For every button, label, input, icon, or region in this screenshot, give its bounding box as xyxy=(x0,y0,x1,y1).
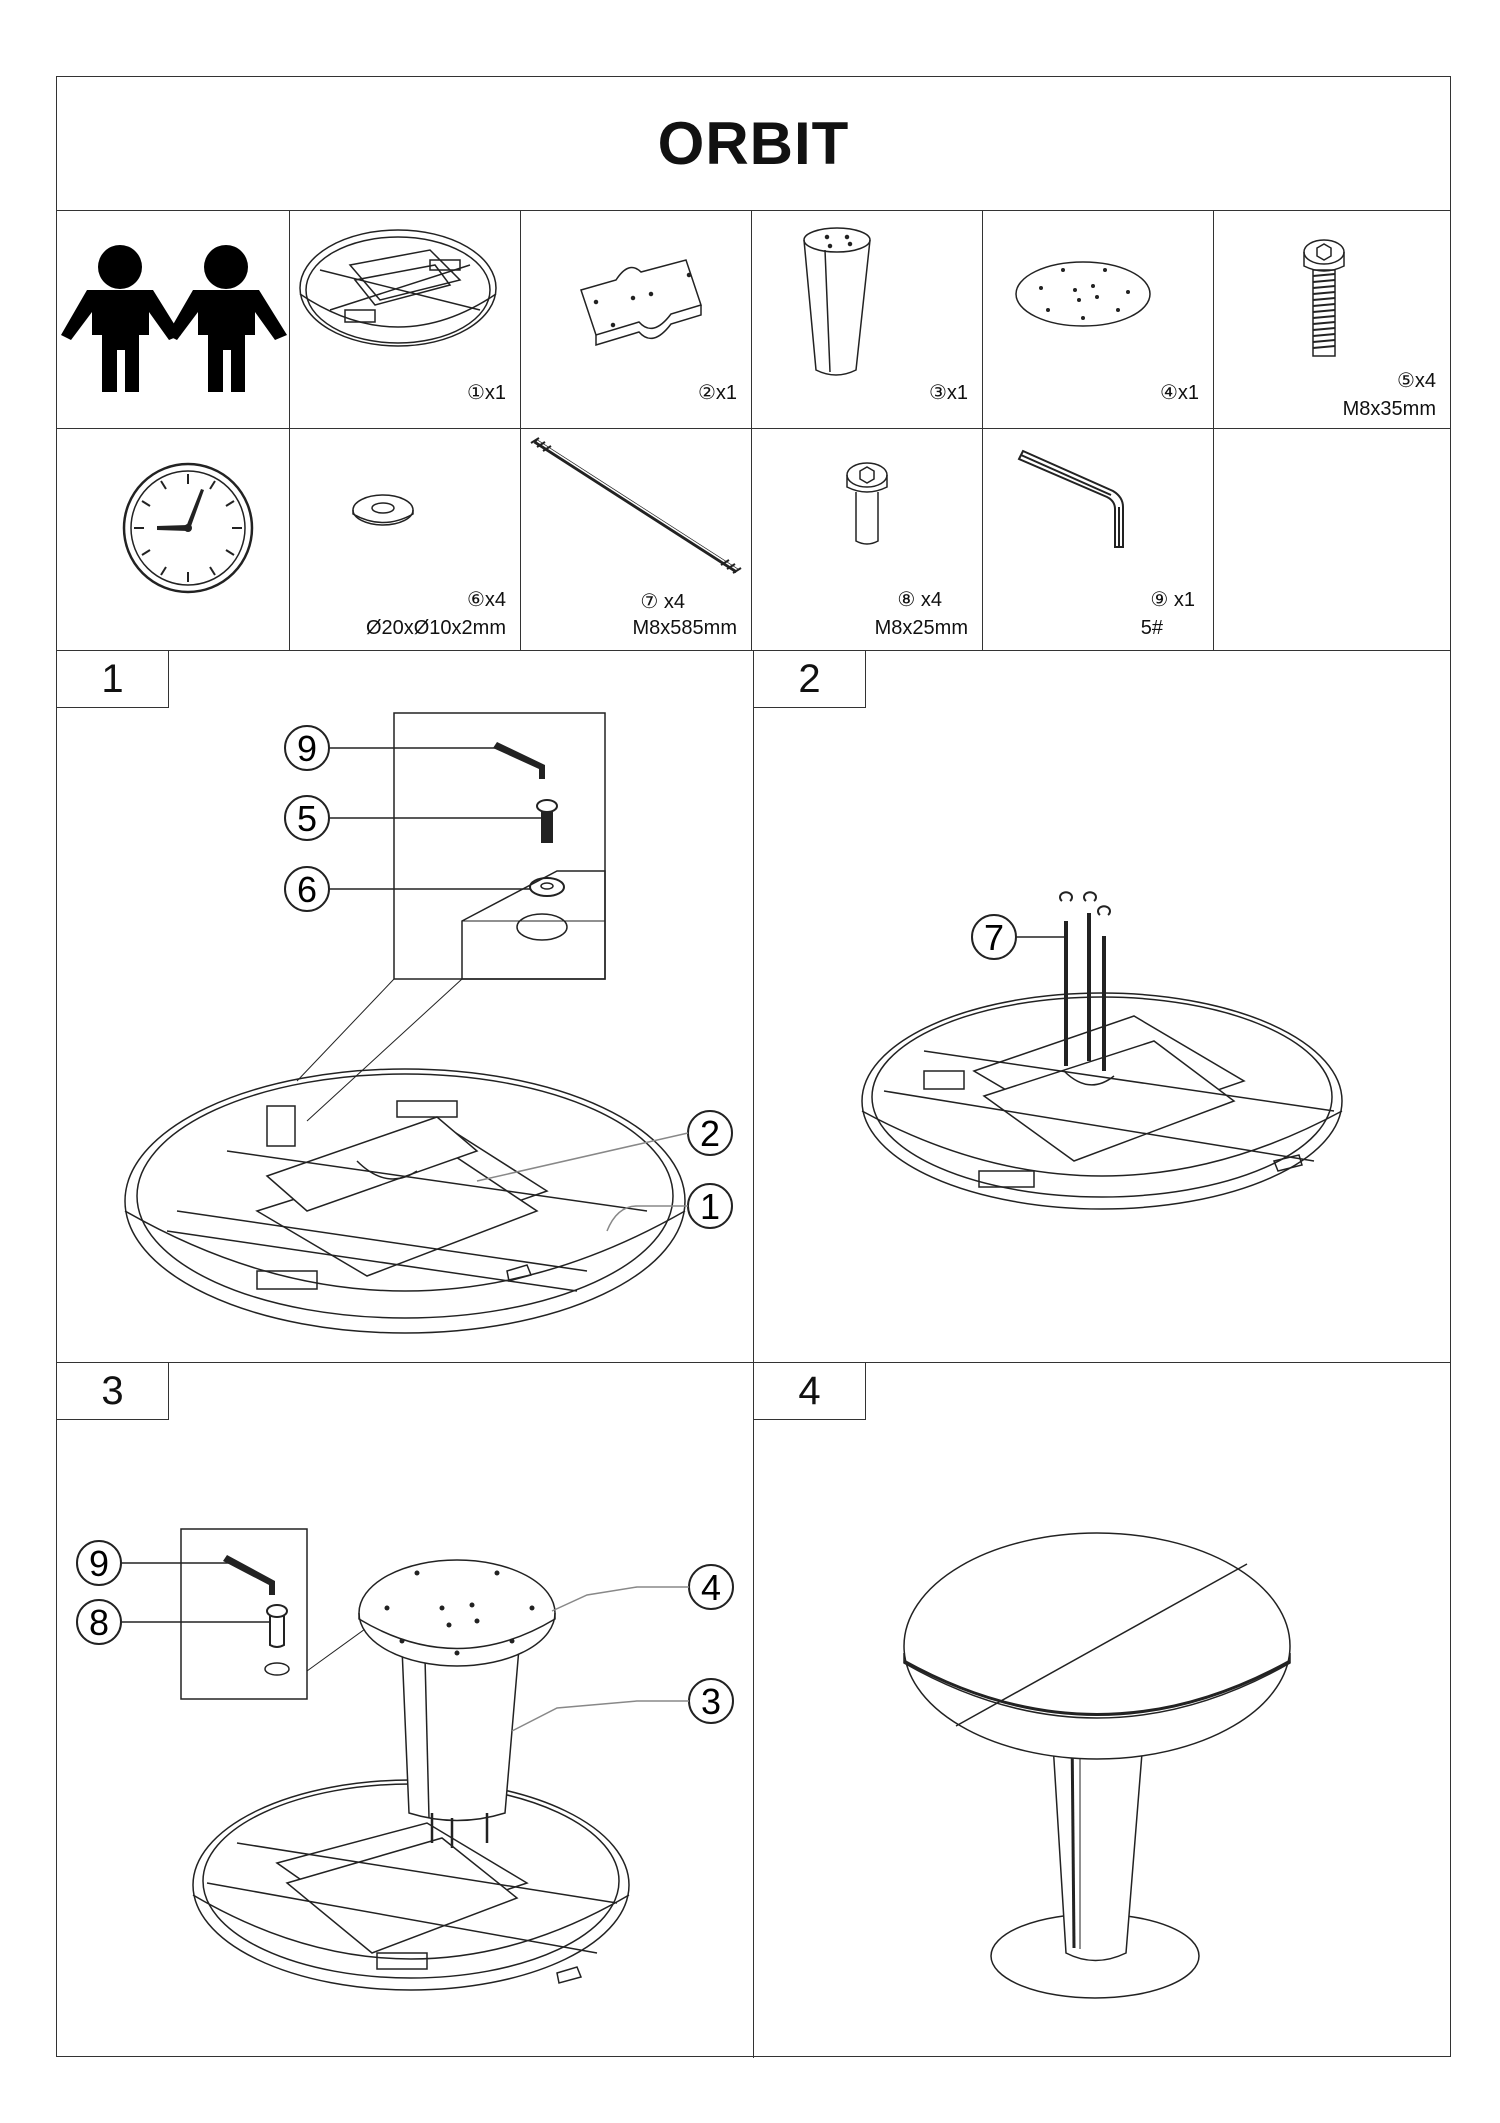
step-1-diagram: 9 5 6 xyxy=(124,712,733,1334)
bolt-m8x35-part-icon xyxy=(1303,239,1345,357)
part-6-cell: ⑥x4 Ø20xØ10x2mm xyxy=(290,429,521,651)
part-6-spec: Ø20xØ10x2mm xyxy=(365,617,506,639)
part-2-cell: ②x1 xyxy=(521,210,752,429)
part-7-qty: ⑦ x4 xyxy=(640,591,685,613)
step-1-callout-1: 1 xyxy=(700,1186,720,1227)
step-2-number: 2 xyxy=(754,651,866,708)
two-people-icon xyxy=(61,245,287,392)
step-4-panel: 4 xyxy=(754,1363,1450,2058)
part-3-cell: ③x1 xyxy=(752,210,983,429)
part-9-cell: ⑨ x1 5# xyxy=(983,429,1214,651)
step-1-callout-2: 2 xyxy=(700,1113,720,1154)
part-8-cell: ⑧ x4 M8x25mm xyxy=(752,429,983,651)
part-4-qty: ④x1 xyxy=(1159,382,1199,404)
page-title: ORBIT xyxy=(657,110,850,177)
step-3-callout-8: 8 xyxy=(89,1602,109,1643)
part-2-qty: ②x1 xyxy=(697,382,737,404)
step-3-panel: 3 9 8 xyxy=(57,1363,754,2058)
column-part-icon xyxy=(803,227,871,376)
instruction-sheet: ORBIT ①x xyxy=(56,76,1451,2058)
part-8-qty: ⑧ x4 xyxy=(897,589,942,611)
clock-icon xyxy=(122,462,254,594)
step-2-callout-7: 7 xyxy=(984,917,1004,958)
step-2-panel: 2 xyxy=(754,651,1450,1363)
part-1-cell: ①x1 xyxy=(290,210,521,429)
step-1-number: 1 xyxy=(57,651,169,708)
part-7-spec: M8x585mm xyxy=(632,617,737,639)
step-3-number: 3 xyxy=(57,1363,169,1420)
step-1-panel: 1 xyxy=(57,651,754,1363)
clock-cell xyxy=(57,429,290,651)
part-6-qty: ⑥x4 xyxy=(466,589,506,611)
mounting-plate-part-icon xyxy=(580,259,702,347)
step-3-callout-4: 4 xyxy=(701,1567,721,1608)
part-7-cell: ⑦ x4 M8x585mm xyxy=(521,429,752,651)
part-5-cell: ⑤x4 M8x35mm xyxy=(1214,210,1450,429)
part-3-qty: ③x1 xyxy=(928,382,968,404)
step-1-callout-9: 9 xyxy=(297,728,317,769)
step-4-number: 4 xyxy=(754,1363,866,1420)
empty-cell xyxy=(1214,429,1450,651)
people-cell xyxy=(57,210,290,429)
part-5-spec: M8x35mm xyxy=(1342,398,1436,420)
part-4-cell: ④x1 xyxy=(983,210,1214,429)
washer-part-icon xyxy=(352,494,414,526)
title-row: ORBIT xyxy=(57,77,1450,211)
step-3-callout-9: 9 xyxy=(89,1543,109,1584)
part-1-qty: ①x1 xyxy=(466,382,506,404)
table-top-part-icon xyxy=(299,229,497,347)
step-1-callout-5: 5 xyxy=(297,798,317,839)
part-5-qty: ⑤x4 xyxy=(1396,370,1436,392)
step-3-callout-3: 3 xyxy=(701,1681,721,1722)
step-3-diagram: 9 8 xyxy=(76,1528,734,1991)
step-1-callout-6: 6 xyxy=(297,869,317,910)
part-8-spec: M8x25mm xyxy=(874,617,968,639)
bolt-m8x25-part-icon xyxy=(846,462,888,545)
base-disc-part-icon xyxy=(1015,261,1151,327)
part-9-spec: 5# xyxy=(1140,617,1163,639)
allen-key-part-icon xyxy=(1017,449,1124,548)
step-4-diagram xyxy=(903,1532,1291,1999)
step-2-diagram: 7 xyxy=(861,891,1343,1210)
threaded-rod-part-icon xyxy=(530,437,742,574)
part-9-qty: ⑨ x1 xyxy=(1150,589,1195,611)
